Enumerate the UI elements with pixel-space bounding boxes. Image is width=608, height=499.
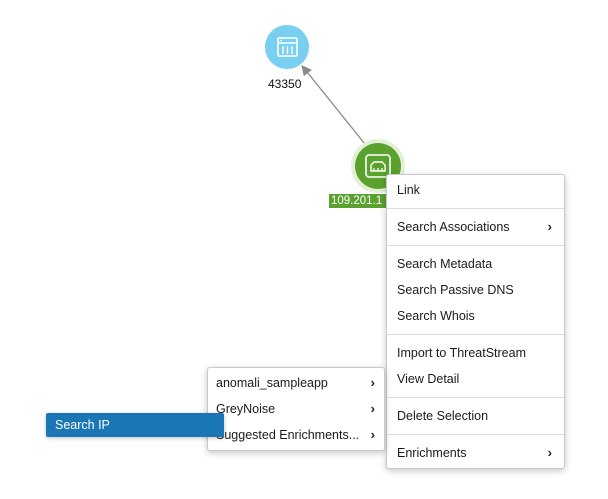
menu-item-label: Search Passive DNS: [397, 283, 514, 297]
menu-divider: [387, 208, 564, 209]
submenu-item-search-ip[interactable]: Search IP: [46, 413, 224, 437]
menu-item-label: Link: [397, 183, 420, 197]
menu-item-view-detail[interactable]: View Detail: [387, 366, 564, 392]
menu-item-import-threatstream[interactable]: Import to ThreatStream: [387, 340, 564, 366]
submenu-item-anomali-sampleapp[interactable]: anomali_sampleapp ›: [208, 370, 384, 396]
server-icon: [277, 37, 298, 57]
menu-item-search-metadata[interactable]: Search Metadata: [387, 251, 564, 277]
enrichments-submenu: anomali_sampleapp › GreyNoise › Suggeste…: [207, 367, 385, 451]
menu-item-delete-selection[interactable]: Delete Selection: [387, 403, 564, 429]
chevron-right-icon: ›: [547, 445, 552, 460]
context-menu: Link Search Associations › Search Metada…: [386, 174, 565, 469]
menu-item-label: Search Metadata: [397, 257, 493, 271]
menu-item-link[interactable]: Link: [387, 177, 564, 203]
graph-edge[interactable]: [301, 64, 370, 150]
menu-item-label: View Detail: [397, 372, 460, 386]
menu-divider: [387, 434, 564, 435]
menu-divider: [387, 334, 564, 335]
submenu-item-greynoise[interactable]: GreyNoise ›: [208, 396, 384, 422]
chevron-right-icon: ›: [370, 427, 375, 442]
menu-item-search-whois[interactable]: Search Whois: [387, 303, 564, 329]
menu-item-label: GreyNoise: [216, 402, 276, 416]
menu-item-label: Enrichments: [397, 446, 467, 460]
menu-item-search-associations[interactable]: Search Associations ›: [387, 214, 564, 240]
asn-node-label: 43350: [268, 77, 302, 91]
menu-item-label: Import to ThreatStream: [397, 346, 526, 360]
menu-item-label: Search IP: [55, 418, 110, 432]
menu-item-label: Search Associations: [397, 220, 510, 234]
menu-divider: [387, 245, 564, 246]
menu-item-enrichments[interactable]: Enrichments ›: [387, 440, 564, 466]
menu-item-label: Search Whois: [397, 309, 475, 323]
ip-address-icon: [365, 154, 391, 178]
menu-item-label: Suggested Enrichments...: [216, 428, 360, 442]
menu-item-label: anomali_sampleapp: [216, 376, 328, 390]
submenu-item-suggested-enrichments[interactable]: Suggested Enrichments... ›: [208, 422, 384, 448]
chevron-right-icon: ›: [547, 219, 552, 234]
menu-item-search-passive-dns[interactable]: Search Passive DNS: [387, 277, 564, 303]
menu-item-label: Delete Selection: [397, 409, 489, 423]
menu-divider: [387, 397, 564, 398]
chevron-right-icon: ›: [370, 401, 375, 416]
chevron-right-icon: ›: [370, 375, 375, 390]
ip-node-label: 109.201.1: [329, 194, 387, 208]
asn-node[interactable]: [265, 25, 309, 69]
